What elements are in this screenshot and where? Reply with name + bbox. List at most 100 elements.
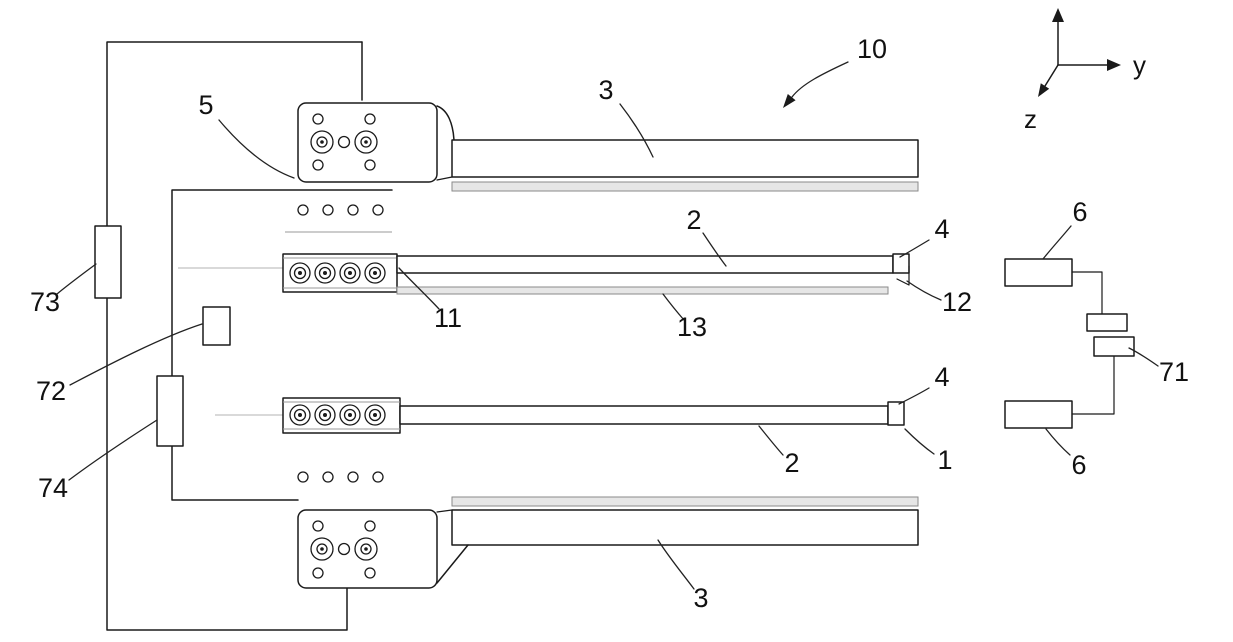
roller-dot [298,413,302,417]
leader-71 [1128,347,1159,367]
part-6-bottom-block [1004,400,1073,429]
leader-5 [218,119,295,179]
bottom-bracket-rivet [310,537,334,561]
plate-hole [322,204,334,216]
arrow-10-arrowhead-icon [783,94,796,108]
roller-dot [348,413,352,417]
bottom-rail-band [451,509,919,546]
leader-11 [398,267,440,310]
leader-74 [68,419,158,481]
axis-z-arrowhead-icon [1038,83,1050,97]
leader-73 [56,263,97,295]
bottom-rail-strip [451,496,919,507]
top-rail [436,105,919,192]
inner-frame-line [171,189,393,501]
lower-assembly [282,397,905,483]
top-rail-strip [451,181,919,192]
axis-y-label: y [1133,50,1146,80]
label-73: 73 [30,287,60,317]
upper-rail-end-hook [896,265,910,286]
left-frame [106,41,393,631]
roller-dot [323,271,327,275]
axis-z-label: z [1024,104,1037,134]
bottom-bracket-hole-mid [337,542,351,556]
label-6-bottom: 6 [1071,450,1086,480]
strip-13 [396,286,889,295]
leader-3-top [619,103,654,158]
roller [289,404,311,426]
part-74-block [156,375,184,447]
upper-assembly [282,204,910,295]
plate-hole [372,471,384,483]
roller [314,262,336,284]
upper-holes-row [285,204,392,233]
leader-3-bottom [657,539,695,590]
top-bracket [297,102,438,183]
top-bracket-rivet [310,130,334,154]
top-bracket-hole-mid [337,135,351,149]
bottom-bracket-hole [312,567,324,579]
roller-dot [298,271,302,275]
lower-rail-end-tab [887,401,905,426]
rivet-dot [364,547,368,551]
label-3-bottom: 3 [693,583,708,613]
label-1: 1 [937,445,952,475]
roller-dot [373,271,377,275]
lower-holes-row [297,471,384,483]
reference-arrow-10 [783,61,849,108]
label-4-top: 4 [934,214,949,244]
bottom-bracket-rivet [354,537,378,561]
rivet-dot [364,140,368,144]
roller [339,262,361,284]
label-74: 74 [38,473,68,503]
plate-hole [347,471,359,483]
top-bracket-rivet [354,130,378,154]
label-13: 13 [677,312,707,342]
bottom-bracket [297,509,438,589]
leader-72 [69,323,203,386]
lower-rollers [289,404,386,426]
bottom-bracket-hole [312,520,324,532]
leader-6-top [1042,225,1072,260]
leader-lines [56,103,1159,590]
label-2-top: 2 [686,205,701,235]
label-72: 72 [36,376,66,406]
bottom-rail [436,496,919,584]
axis-y-arrowhead-icon [1107,59,1121,71]
part-71-step-upper [1086,313,1128,332]
roller-dot [373,413,377,417]
upper-rail-end-tab [892,253,910,274]
bottom-bracket-hole [364,567,376,579]
plate-hole [297,204,309,216]
top-rail-connector [436,105,455,141]
axis-z-line [1044,64,1059,87]
leader-2-top [702,232,727,267]
connector-top [1071,271,1103,315]
label-4-bottom: 4 [934,362,949,392]
rivet-dot [320,547,324,551]
plate-hole [372,204,384,216]
outer-frame-line [106,41,363,631]
part-73-block [94,225,122,299]
top-bracket-hole [364,113,376,125]
label-71: 71 [1159,357,1189,387]
rivet-dot [320,140,324,144]
upper-rollers [289,262,386,284]
leader-6-bottom [1045,428,1071,456]
roller-dot [323,413,327,417]
leader-4-bottom [898,387,930,405]
plate-hole [297,471,309,483]
top-bracket-hole [312,113,324,125]
arrow-10-curve [791,61,849,98]
plate-hole [347,204,359,216]
upper-rail-2 [396,255,894,274]
label-10: 10 [857,34,887,64]
leader-2-bottom [758,425,784,456]
plate-hole [322,471,334,483]
bottom-bracket-hole [364,520,376,532]
label-11: 11 [434,303,462,333]
roller-dot [348,271,352,275]
leader-12 [906,280,942,301]
